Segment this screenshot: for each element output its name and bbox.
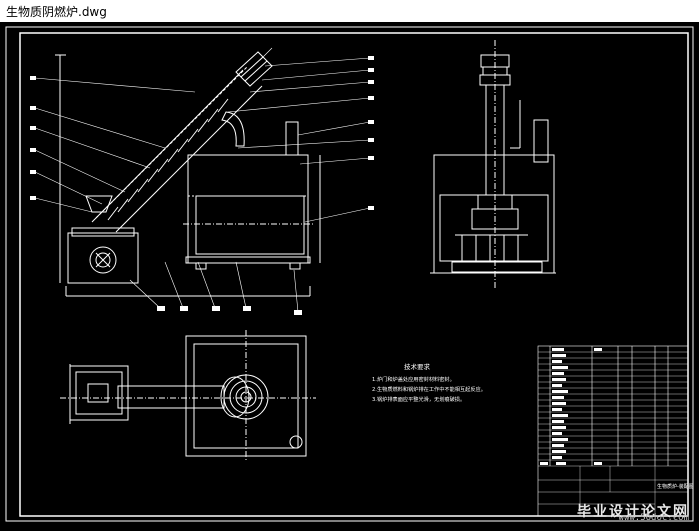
wheel-hub [95, 252, 111, 268]
furnace-inner [195, 195, 305, 255]
cad-drawing[interactable]: 技术要求 1.炉门和炉盖处应用密封材料密封。 2.生物质燃料和锅炉排在工作中不能… [0, 22, 699, 527]
title-block-name: 生物质炉-装配图 [657, 483, 694, 490]
inner-frame [19, 32, 689, 517]
motor [235, 51, 273, 87]
tech-line-2: 2.生物质燃料和锅炉排在工作中不能相互起反应。 [372, 385, 486, 393]
tech-heading: 技术要求 [404, 362, 431, 371]
outer-frame [5, 26, 694, 522]
bom-rows [538, 351, 688, 516]
title-block [537, 345, 689, 517]
cart-body [67, 232, 139, 284]
watermark-url: www.56doc.com [618, 513, 689, 523]
cart-top [71, 227, 135, 237]
chimney [285, 121, 299, 156]
file-title: 生物质阴燃炉.dwg [6, 5, 107, 19]
tech-line-3: 3.锅炉排表面应平整光滑，无划痕破损。 [372, 395, 465, 403]
tech-line-1: 1.炉门和炉盖处应用密封材料密封。 [372, 375, 455, 383]
bom-text-blocks [540, 348, 602, 465]
furnace-box [187, 154, 309, 264]
item-tags [30, 56, 374, 315]
watermark-text: 毕业设计论文网 [577, 504, 689, 520]
watermark: 毕业设计论文网 www.56doc.com [577, 501, 689, 523]
hopper [85, 195, 113, 213]
chute [221, 111, 245, 147]
top-view [60, 330, 316, 462]
drawing-canvas[interactable]: 技术要求 1.炉门和炉盖处应用密封材料密封。 2.生物质燃料和锅炉排在工作中不能… [0, 22, 699, 527]
window-titlebar: 生物质阴燃炉.dwg [0, 0, 699, 23]
conveyor-line-b [115, 85, 263, 233]
side-view [430, 40, 556, 290]
wheel [89, 246, 117, 274]
leader-lines [34, 47, 371, 313]
tech-requirements: 技术要求 1.炉门和炉盖处应用密封材料密封。 2.生物质燃料和锅炉排在工作中不能… [372, 362, 486, 403]
top-conveyor [117, 385, 225, 409]
side-box [433, 154, 555, 274]
front-view [55, 51, 321, 297]
